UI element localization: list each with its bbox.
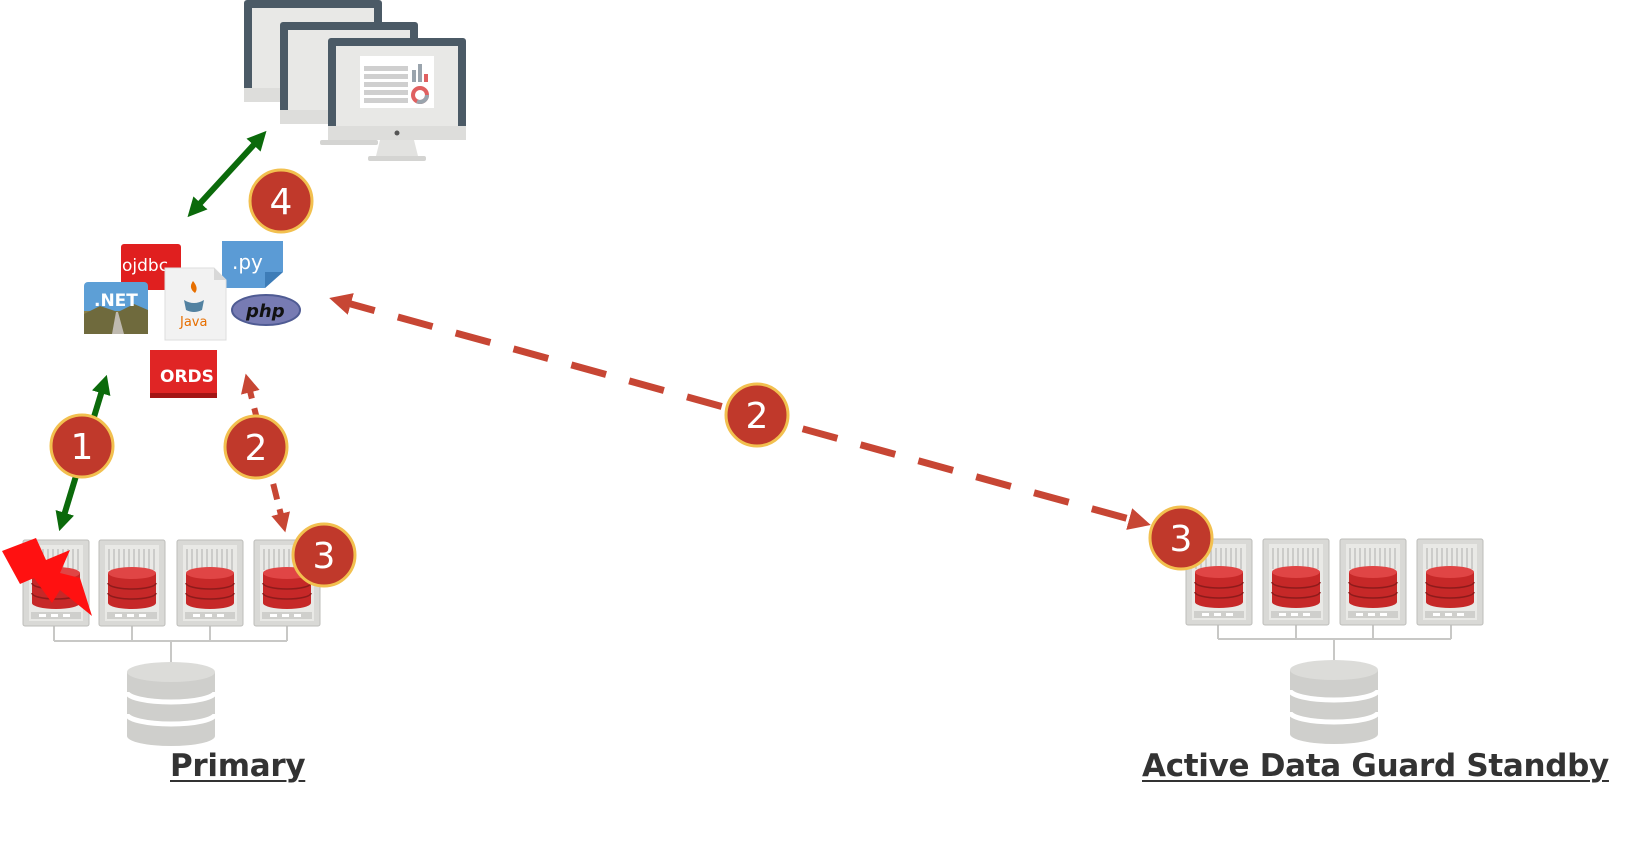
ords-logo: ORDS <box>150 350 217 398</box>
java-logo: Java <box>164 267 227 341</box>
arrow-step4-clients <box>187 130 267 218</box>
php-logo: php <box>231 294 301 326</box>
svg-text:.py: .py <box>232 250 263 274</box>
client-monitors <box>244 0 466 161</box>
svg-text:3: 3 <box>313 536 336 577</box>
failure-bolt-icon <box>2 538 92 616</box>
standby-instance-2 <box>1262 538 1330 626</box>
svg-text:3: 3 <box>1170 519 1193 560</box>
standby-site <box>1185 538 1484 744</box>
primary-storage <box>127 662 215 746</box>
step-badge-4: 4 <box>248 168 314 234</box>
svg-text:.NET: .NET <box>94 291 138 311</box>
standby-instance-3 <box>1339 538 1407 626</box>
svg-text:Java: Java <box>179 315 207 330</box>
standby-instance-4 <box>1416 538 1484 626</box>
svg-text:2: 2 <box>245 428 268 469</box>
driver-logos: ojdbc .py .NET Java php ORDS <box>84 241 301 398</box>
standby-storage <box>1290 660 1378 744</box>
primary-site <box>2 538 321 746</box>
step-badge-2-local: 2 <box>223 414 289 480</box>
svg-text:1: 1 <box>71 427 94 468</box>
svg-text:ORDS: ORDS <box>160 367 214 387</box>
primary-instance-3 <box>176 539 244 627</box>
svg-text:2: 2 <box>746 396 769 437</box>
dotnet-logo: .NET <box>84 282 148 334</box>
primary-instance-2 <box>98 539 166 627</box>
svg-text:php: php <box>245 301 285 322</box>
step-badge-3-primary: 3 <box>291 522 357 588</box>
svg-text:4: 4 <box>270 182 293 223</box>
primary-label: Primary <box>170 748 306 784</box>
step-badge-2-remote: 2 <box>724 382 790 448</box>
python-logo: .py <box>222 241 283 288</box>
step-badge-3-standby: 3 <box>1148 505 1214 571</box>
step-badge-1: 1 <box>49 413 115 479</box>
standby-label: Active Data Guard Standby <box>1142 748 1609 784</box>
svg-text:ojdbc: ojdbc <box>122 256 168 276</box>
arrow-step2-standby <box>329 293 1151 530</box>
